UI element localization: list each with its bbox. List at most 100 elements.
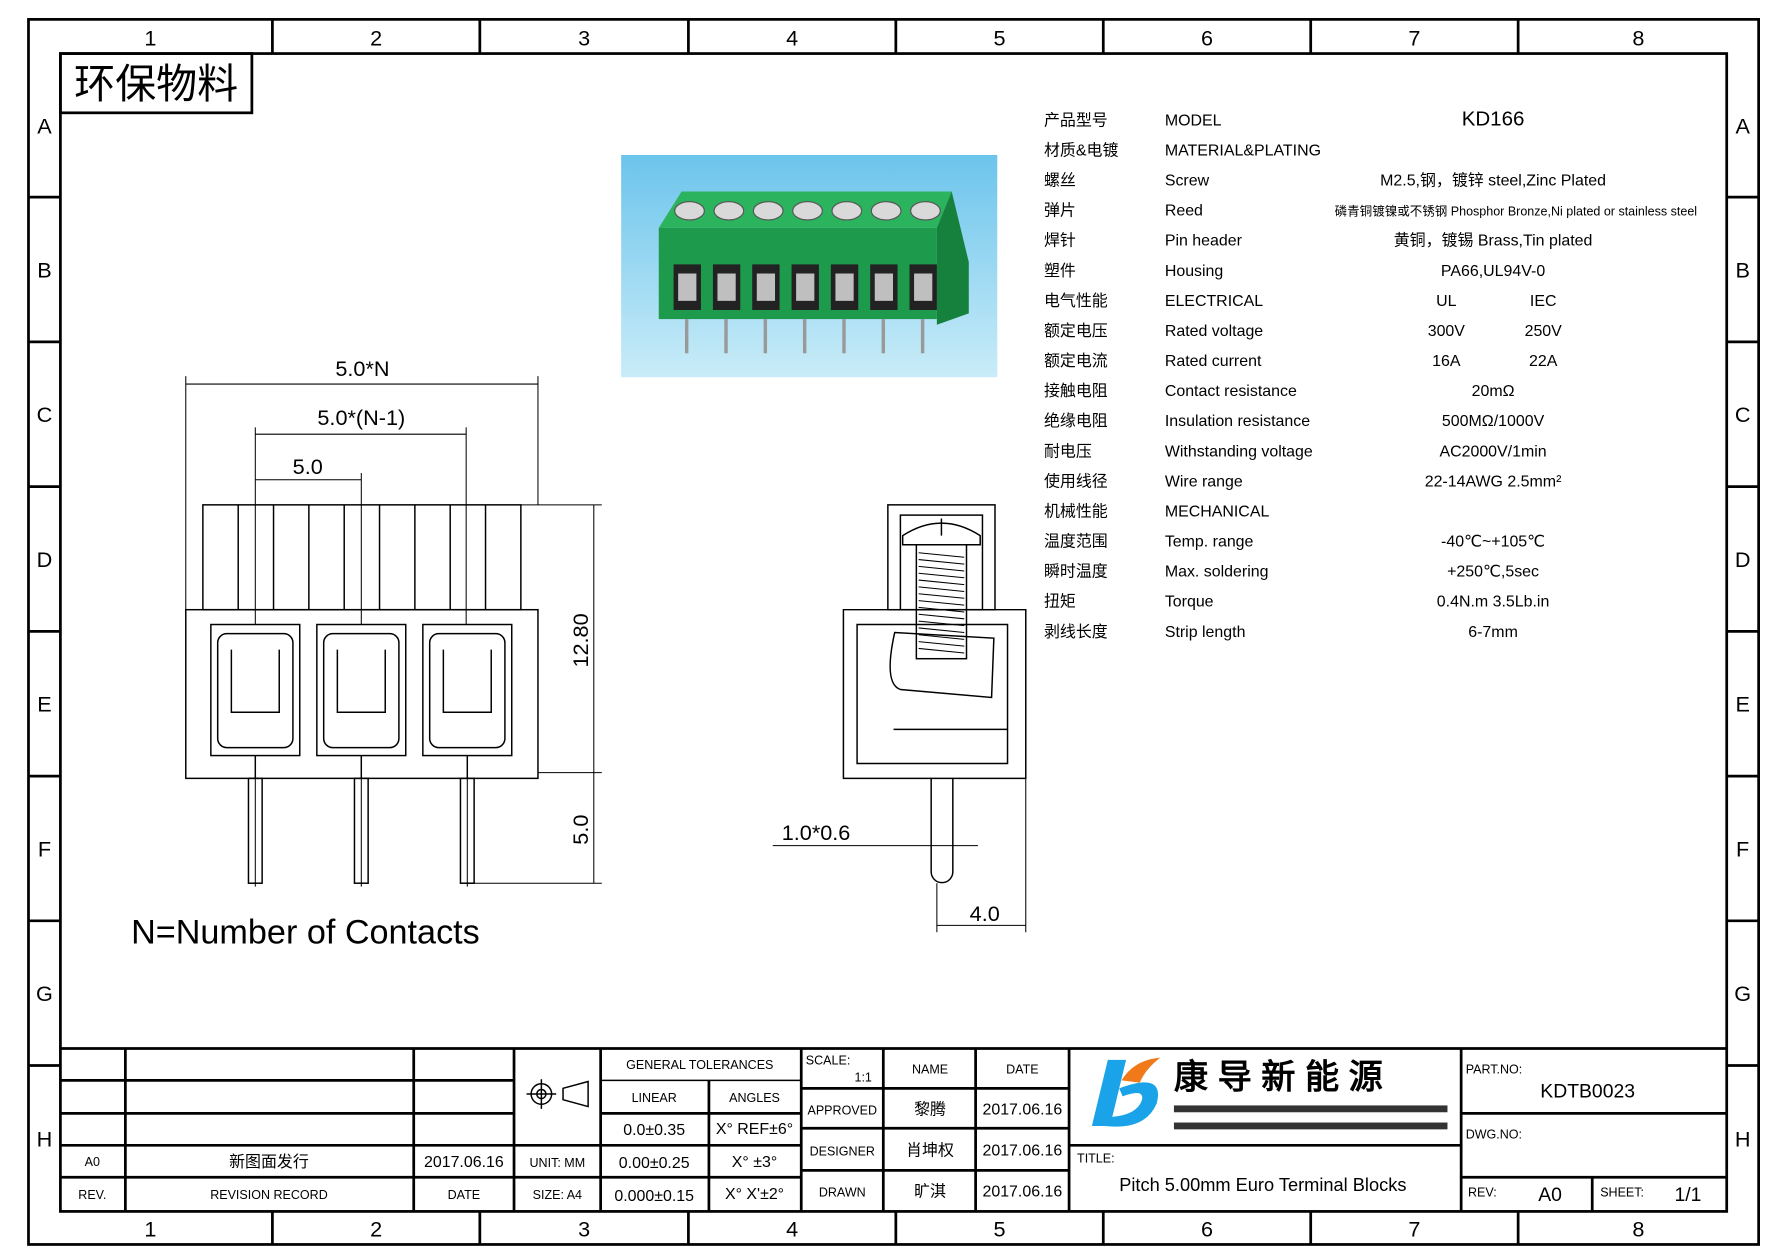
spec-row: 焊针 Pin header 黄铜，镀锡 Brass,Tin plated	[1044, 232, 1592, 250]
spec-value: AC2000V/1min	[1439, 443, 1546, 460]
tolerances-title: GENERAL TOLERANCES	[626, 1058, 773, 1072]
unit-value: UNIT: MM	[530, 1156, 586, 1170]
spec-cn-label: 使用线径	[1044, 472, 1108, 490]
person-name: 肖坤权	[906, 1142, 954, 1160]
dim-pin-section: 1.0*0.6	[782, 820, 851, 845]
spec-cn-label: 塑件	[1044, 262, 1076, 280]
spec-row: 绝缘电阻 Insulation resistance 500MΩ/1000V	[1044, 412, 1545, 430]
spec-cn-label: 接触电阻	[1044, 382, 1108, 400]
tol-linear-1: 0.0±0.35	[623, 1122, 685, 1139]
part-no-value: KDTB0023	[1540, 1080, 1635, 1102]
spec-iec-value: 250V	[1525, 323, 1563, 340]
row-label: F	[1736, 836, 1749, 861]
spec-value: 500MΩ/1000V	[1442, 413, 1545, 430]
column-label: 6	[1201, 1216, 1213, 1241]
dim-height: 12.80	[568, 613, 593, 667]
spec-ul-value: 16A	[1432, 353, 1461, 370]
revision-date-header: DATE	[448, 1188, 480, 1202]
column-label: 4	[786, 26, 798, 51]
spec-cn-label: 材质&电镀	[1044, 141, 1118, 159]
contacts-note: N=Number of Contacts	[131, 914, 480, 952]
spec-en-label: Insulation resistance	[1165, 413, 1310, 430]
spec-cn-label: 温度范围	[1044, 533, 1108, 551]
spec-cn-label: 绝缘电阻	[1044, 412, 1108, 430]
company-name: 康 导 新 能 源	[1174, 1057, 1383, 1096]
tol-angle-1: X° REF±6°	[716, 1121, 793, 1138]
spec-en-label: Withstanding voltage	[1165, 443, 1313, 460]
spec-cn-label: 剥线长度	[1044, 623, 1108, 641]
row-label: E	[1735, 692, 1749, 717]
row-label: D	[37, 547, 53, 572]
spec-value: KD166	[1462, 107, 1525, 130]
spec-en-label: Strip length	[1165, 624, 1246, 641]
name-header: NAME	[912, 1063, 948, 1077]
spec-iec-value: IEC	[1530, 293, 1557, 310]
spec-value: 22-14AWG 2.5mm²	[1425, 473, 1562, 490]
rev-label: REV:	[1468, 1186, 1497, 1200]
column-label: 7	[1408, 26, 1420, 51]
spec-cn-label: 额定电压	[1044, 322, 1108, 340]
spec-en-label: Rated current	[1165, 353, 1262, 370]
row-label: F	[38, 836, 51, 861]
rev-value: A0	[85, 1155, 100, 1169]
column-label: 1	[144, 26, 156, 51]
person-name: 黎腾	[914, 1101, 946, 1119]
spec-en-label: Reed	[1165, 203, 1203, 220]
column-label: 3	[578, 26, 590, 51]
spec-cn-label: 机械性能	[1044, 502, 1108, 520]
sign-date: 2017.06.16	[982, 1143, 1062, 1160]
eco-material-stamp: 环保物料	[59, 52, 254, 115]
column-label: 7	[1408, 1216, 1420, 1241]
column-label: 1	[144, 1216, 156, 1241]
dim-total-width: 5.0*N	[335, 356, 389, 381]
tol-angle-2: X° ±3°	[732, 1154, 777, 1171]
row-label: C	[1735, 402, 1751, 427]
spec-ul-value: 300V	[1428, 323, 1466, 340]
spec-value: 20mΩ	[1472, 383, 1515, 400]
size-value: SIZE: A4	[533, 1188, 582, 1202]
spec-row: 接触电阻 Contact resistance 20mΩ	[1044, 382, 1515, 400]
column-label: 3	[578, 1216, 590, 1241]
drawing-frame	[27, 18, 1760, 1246]
spec-cn-label: 焊针	[1044, 232, 1076, 250]
spec-en-label: Torque	[1165, 594, 1214, 611]
front-view: 5.0*N 5.0*(N-1) 5.0 12.80 5.0 N=Number o…	[131, 356, 602, 952]
dwg-no-label: DWG.NO:	[1466, 1127, 1522, 1141]
person-name: 旷淇	[914, 1183, 946, 1201]
column-label: 8	[1632, 26, 1644, 51]
dim-pin-length: 5.0	[568, 815, 593, 845]
column-label: 2	[370, 1216, 382, 1241]
spec-value: 磷青铜镀镍或不锈钢 Phosphor Bronze,Ni plated or s…	[1335, 204, 1697, 219]
spec-value: +250℃,5sec	[1447, 564, 1539, 581]
column-label: 6	[1201, 26, 1213, 51]
role-label: DESIGNER	[810, 1145, 875, 1159]
row-label: E	[37, 692, 51, 717]
column-label: 5	[994, 1216, 1006, 1241]
spec-en-label: ELECTRICAL	[1165, 293, 1263, 310]
tol-linear-3: 0.000±0.15	[614, 1188, 694, 1205]
row-label: G	[1734, 981, 1751, 1006]
product-photo	[621, 154, 998, 378]
svg-text:环保物料: 环保物料	[74, 61, 238, 107]
spec-en-label: Temp. range	[1165, 534, 1254, 551]
spec-en-label: Pin header	[1165, 233, 1243, 250]
company-logo: 康 导 新 能 源	[1091, 1057, 1448, 1130]
column-label: 8	[1632, 1216, 1644, 1241]
column-label: 4	[786, 1216, 798, 1241]
spec-value: 黄铜，镀锡 Brass,Tin plated	[1394, 232, 1593, 250]
spec-en-label: MATERIAL&PLATING	[1165, 142, 1321, 159]
spec-en-label: Screw	[1165, 173, 1210, 190]
sheet-label: SHEET:	[1600, 1186, 1644, 1200]
spec-en-label: Contact resistance	[1165, 383, 1297, 400]
